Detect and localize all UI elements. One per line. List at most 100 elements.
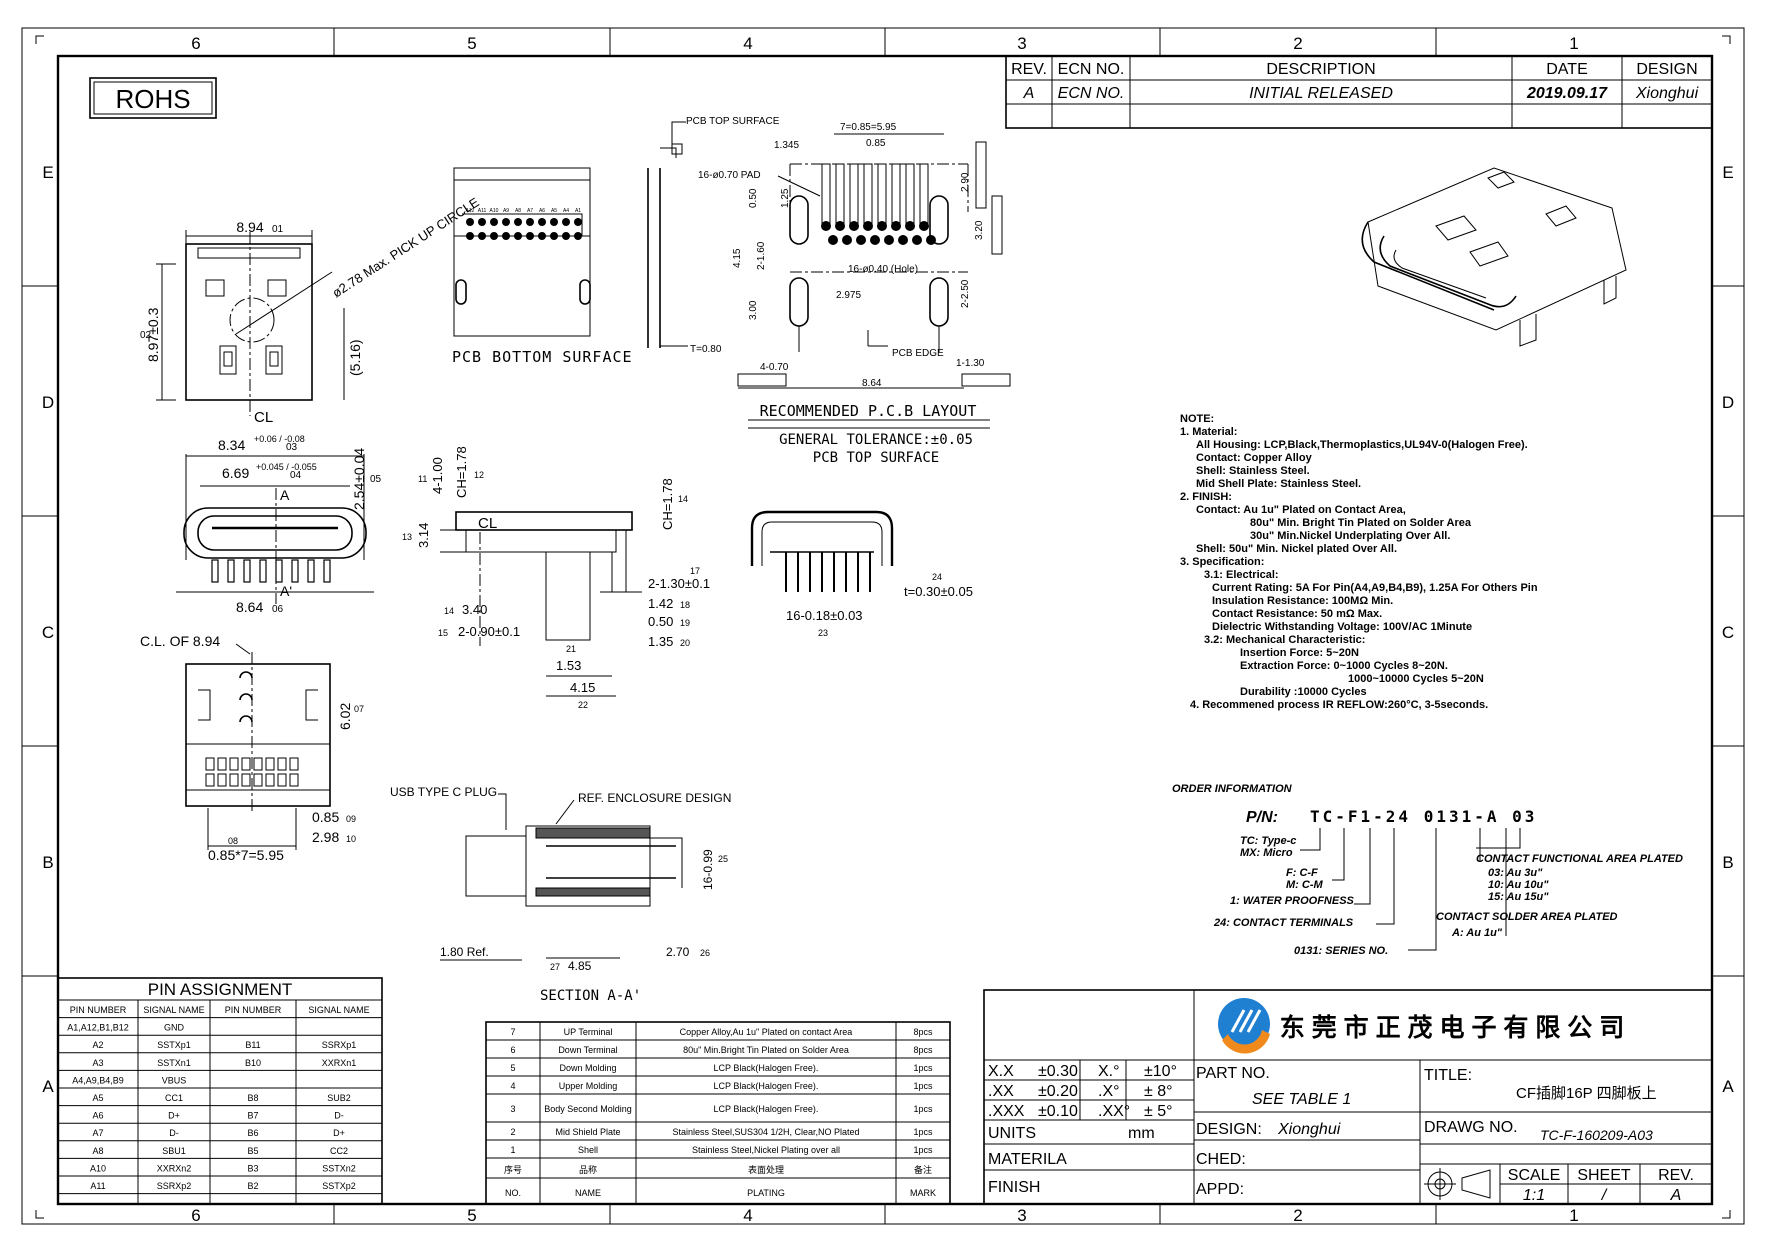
layout-dim-1345: 1.345 — [774, 140, 799, 151]
rev-row-description: INITIAL RELEASED — [1249, 85, 1393, 102]
layout-dim-2250: 2-2.50 — [960, 279, 971, 308]
pin-table-cell: B8 — [247, 1093, 258, 1103]
rohs-label: ROHS — [115, 84, 190, 114]
layout-dim-300: 3.00 — [748, 300, 759, 320]
pad-circle — [856, 235, 866, 245]
pin-table-cell: A6 — [92, 1111, 103, 1121]
pin-table-cell: CC2 — [330, 1146, 348, 1156]
layout-dim-holes: 16-ø0.40 (Hole) — [848, 264, 918, 275]
top-centerline: CL — [254, 409, 273, 426]
bottom-d298-ref: 10 — [346, 834, 356, 844]
pin-table-cell: D+ — [168, 1111, 180, 1121]
order-solder-a: A: Au 1u" — [1451, 927, 1503, 939]
order-functional-03: 03: Au 3u" — [1488, 867, 1543, 879]
end-pin-row — [785, 552, 871, 592]
front-h254: 2.54±0.04 — [351, 448, 367, 510]
tol-1-key: X.X — [988, 1063, 1014, 1080]
layout-thickness: T=0.80 — [690, 344, 722, 355]
pad-label: A11 — [478, 208, 487, 214]
bom-header-cn: 序号 — [504, 1164, 522, 1175]
note-line: Contact: Au 1u" Plated on Contact Area, — [1196, 504, 1406, 516]
bottom-pin — [289, 757, 299, 771]
rev-header-date: DATE — [1546, 61, 1587, 78]
side-view: CL 4-1.00 11 CH=1.78 12 CH=1.78 14 3.14 … — [402, 446, 710, 710]
pad-label: A6 — [539, 208, 545, 214]
zone-col-1-bottom: 1 — [1569, 1206, 1578, 1225]
bottom-view: C.L. OF 8.94 6.02 07 0.85 09 2.98 10 0.8… — [140, 633, 364, 863]
pad-label: A10 — [490, 208, 499, 214]
pin-table-cell: D- — [334, 1111, 344, 1121]
pad-label: A4 — [563, 208, 569, 214]
zone-col-3-bottom: 3 — [1017, 1206, 1026, 1225]
order-functional-15: 15: Au 15u" — [1488, 891, 1549, 903]
layout-dim-320: 3.20 — [974, 220, 985, 240]
top-height-dim: 8.97±0.3 — [145, 307, 161, 362]
pin-table-cell: A11 — [90, 1181, 105, 1191]
units-label: UNITS — [988, 1125, 1036, 1142]
scale-value: 1:1 — [1523, 1187, 1545, 1204]
tol-2-key: .XX — [988, 1083, 1014, 1100]
top-view: 8.94 01 8.97±0.3 02 ø2.78 Max. PICK UP C… — [140, 194, 482, 426]
pin-table-cell: CC1 — [165, 1093, 183, 1103]
note-line: Contact: Copper Alloy — [1196, 452, 1313, 464]
ched-label: CHED: — [1196, 1151, 1246, 1168]
pad-lead — [891, 163, 901, 225]
pad-label: A8 — [515, 208, 521, 214]
pad-lead — [821, 163, 831, 225]
bom-cell: 3 — [510, 1104, 515, 1114]
front-pin — [227, 559, 235, 583]
side-d100: 4-1.00 — [430, 457, 445, 494]
pad-lead — [863, 163, 873, 225]
pad-circle — [842, 235, 852, 245]
bottom-pin — [241, 773, 251, 787]
side-centerline: CL — [478, 515, 497, 532]
pin-table-cell: XXRXn1 — [322, 1058, 357, 1068]
pin-table-cell: B11 — [245, 1040, 260, 1050]
zone-col-1: 1 — [1569, 34, 1578, 53]
bom-header-en: NO. — [505, 1188, 521, 1198]
front-view: 8.34 +0.06 / -0.08 03 6.69 +0.045 / -0.0… — [176, 434, 382, 615]
bottom-cl-label: C.L. OF 8.94 — [140, 633, 220, 649]
bom-cell: 1pcs — [913, 1081, 933, 1091]
pin-table-cell: SSRXp2 — [157, 1181, 192, 1191]
bottom-h602-ref: 07 — [354, 704, 364, 714]
company-logo — [1218, 998, 1270, 1054]
pin-table-cell: SSTXn1 — [157, 1058, 191, 1068]
pin-header-cell: PIN NUMBER — [70, 1005, 127, 1015]
pin-table-cell: B7 — [247, 1111, 258, 1121]
tol-1-akey: X.° — [1098, 1063, 1120, 1080]
top-width-ref: 01 — [272, 224, 284, 235]
layout-pad-dim: 16-ø0.70 PAD — [698, 170, 761, 181]
rev-header-design: DESIGN — [1636, 61, 1697, 78]
part-no-value: SEE TABLE 1 — [1252, 1091, 1351, 1108]
layout-dim-470: 4-0.70 — [760, 362, 789, 373]
bottom-pin — [217, 773, 227, 787]
pin-table-cell: B2 — [247, 1181, 258, 1191]
drawg-label: DRAWG NO. — [1424, 1119, 1518, 1136]
pad-circle — [828, 235, 838, 245]
note-line: Contact Resistance: 50 mΩ Max. — [1212, 608, 1382, 620]
note-line: Dielectric Withstanding Voltage: 100V/AC… — [1212, 621, 1472, 633]
order-tc: TC: Type-c — [1240, 835, 1296, 847]
front-h254-ref: 05 — [370, 474, 382, 485]
zone-row-e-right: E — [1722, 163, 1733, 182]
title-value: CF插脚16P 四脚板上 — [1516, 1084, 1657, 1102]
bom-cell: Shell — [578, 1145, 598, 1155]
note-line: 30u" Min.Nickel Underplating Over All. — [1250, 530, 1450, 542]
pin-table-cell: XXRXn2 — [157, 1163, 192, 1173]
rev-header-rev: REV. — [1011, 61, 1047, 78]
pad-circle — [898, 235, 908, 245]
bottom-pin — [253, 757, 263, 771]
end-thickness-ref: 24 — [932, 572, 942, 582]
pad-dot — [514, 232, 522, 240]
note-line: Extraction Force: 0~1000 Cycles 8~20N. — [1240, 660, 1448, 672]
section-view: USB TYPE C PLUG REF. ENCLOSURE DESIGN 16… — [390, 785, 731, 1004]
side-d130-ref: 17 — [690, 566, 700, 576]
side-d090: 2-0.90±0.1 — [458, 624, 520, 639]
pad-label: A12 — [466, 208, 475, 214]
side-d340: 3.40 — [462, 602, 487, 617]
